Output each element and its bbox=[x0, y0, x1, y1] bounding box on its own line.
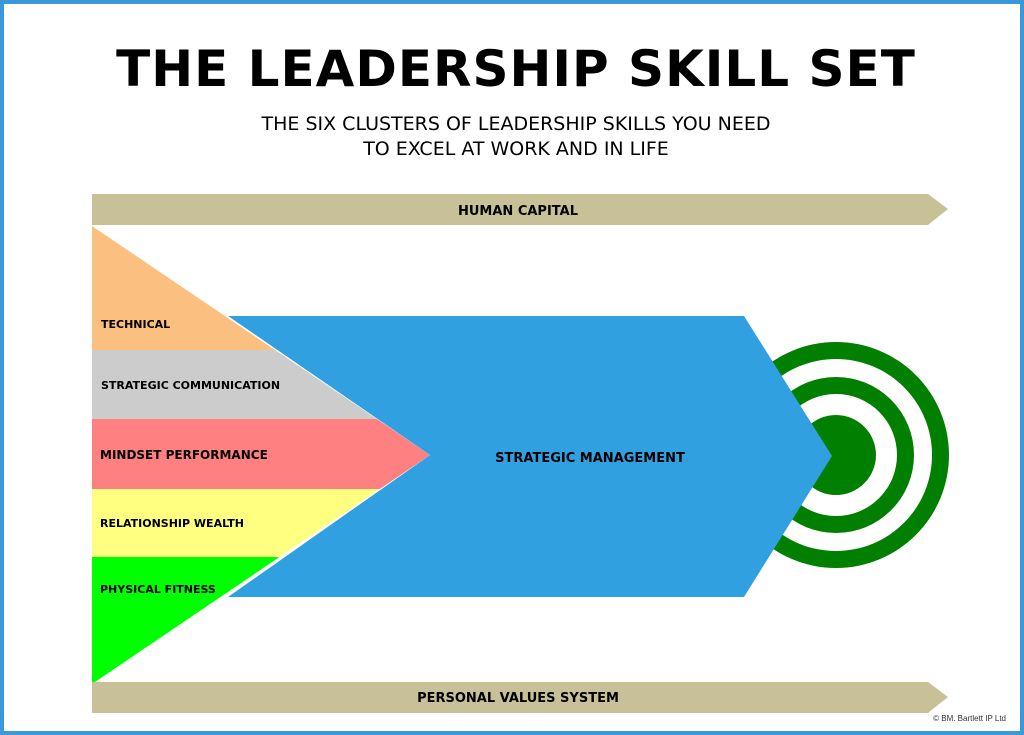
human-capital-arrow bbox=[92, 194, 948, 225]
strategic-management-label: STRATEGIC MANAGEMENT bbox=[495, 451, 685, 466]
human-capital-label: HUMAN CAPITAL bbox=[458, 204, 578, 219]
page-subtitle-line-1: THE SIX CLUSTERS OF LEADERSHIP SKILLS YO… bbox=[261, 113, 771, 135]
cluster-band-mindset-performance bbox=[92, 419, 430, 489]
copyright-notice: © BM. Bartlett IP Ltd bbox=[933, 714, 1006, 723]
personal-values-arrow bbox=[92, 682, 948, 713]
page-subtitle-line-2: TO EXCEL AT WORK AND IN LIFE bbox=[363, 138, 669, 160]
personal-values-label: PERSONAL VALUES SYSTEM bbox=[417, 691, 619, 706]
cluster-label-technical: TECHNICAL bbox=[101, 318, 170, 331]
cluster-label-relationship-wealth: RELATIONSHIP WEALTH bbox=[100, 517, 244, 530]
leadership-diagram: HUMAN CAPITAL PERSONAL VALUES SYSTEM TEC… bbox=[92, 194, 949, 713]
page-title: THE LEADERSHIP SKILL SET bbox=[116, 40, 916, 98]
cluster-label-strategic-communication: STRATEGIC COMMUNICATION bbox=[101, 379, 280, 392]
strategic-management-arrow bbox=[228, 316, 832, 597]
cluster-label-mindset-performance: MINDSET PERFORMANCE bbox=[100, 448, 268, 462]
cluster-label-physical-fitness: PHYSICAL FITNESS bbox=[100, 583, 216, 596]
